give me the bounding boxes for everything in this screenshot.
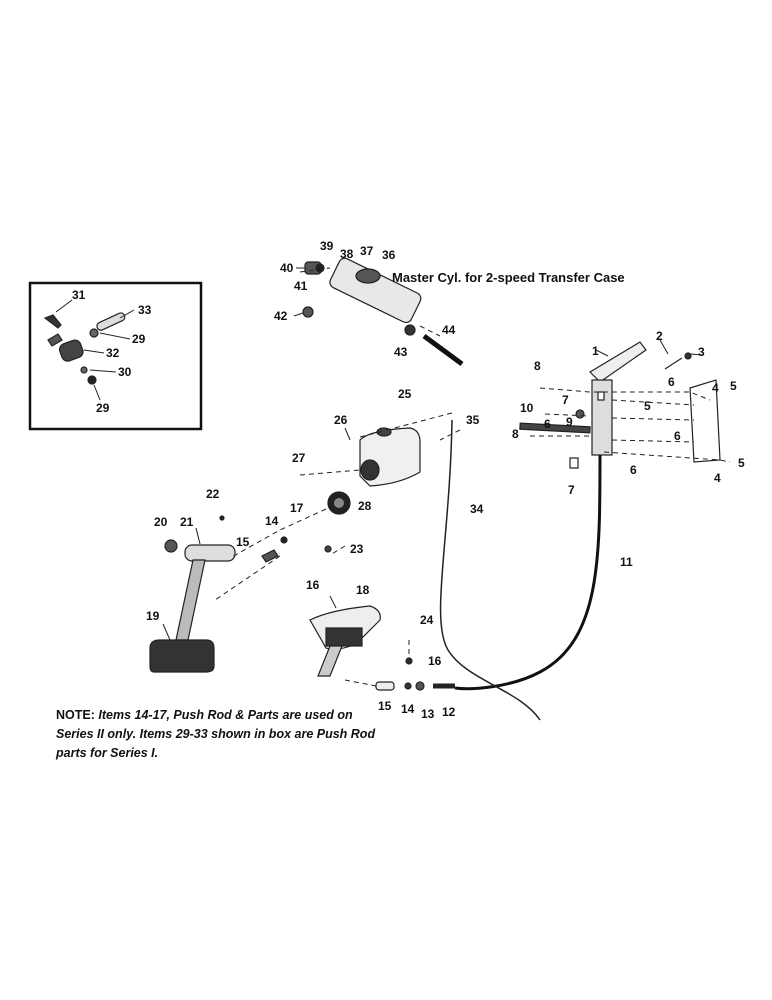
- callouts: 1 2 3 4 4 5 5 5 6 6 6 6 7 7 8 8 9 10 11 …: [72, 239, 745, 721]
- callout-43: 43: [394, 345, 408, 359]
- callout-30: 30: [118, 365, 132, 379]
- callout-17: 17: [290, 501, 304, 515]
- callout-28: 28: [358, 499, 372, 513]
- relay-lever-18: [309, 595, 455, 691]
- assembly-dash-lines: [214, 267, 731, 687]
- callout-22: 22: [206, 487, 220, 501]
- transfer-master-cylinder: [293, 257, 464, 367]
- brake-pedal-assembly: [149, 515, 332, 673]
- callout-2: 2: [656, 329, 663, 343]
- note-prefix: NOTE:: [56, 708, 95, 722]
- callout-36: 36: [382, 248, 396, 262]
- callout-27: 27: [292, 451, 306, 465]
- callout-20: 20: [154, 515, 168, 529]
- callout-5: 5: [730, 379, 737, 393]
- callout-16: 16: [306, 578, 320, 592]
- callout-4: 4: [712, 381, 719, 395]
- callout-24: 24: [420, 613, 434, 627]
- callout-21: 21: [180, 515, 194, 529]
- callout-40: 40: [280, 261, 294, 275]
- hand-brake-cable-11: [454, 454, 602, 691]
- callout-19: 19: [146, 609, 160, 623]
- note-body: Items 14-17, Push Rod & Parts are used o…: [56, 708, 376, 760]
- inset-push-rod-parts: [43, 299, 135, 401]
- callout-9: 9: [566, 415, 573, 429]
- callout-10: 10: [520, 401, 534, 415]
- callout-29: 29: [132, 332, 146, 346]
- callout-7: 7: [568, 483, 575, 497]
- callout-34: 34: [470, 502, 484, 516]
- callout-6: 6: [544, 417, 551, 431]
- callout-1: 1: [592, 344, 599, 358]
- callout-6: 6: [674, 429, 681, 443]
- callout-42: 42: [274, 309, 288, 323]
- callout-37: 37: [360, 244, 374, 258]
- series-note: NOTE: Items 14-17, Push Rod & Parts are …: [56, 706, 376, 763]
- callout-5: 5: [738, 456, 745, 470]
- callout-5: 5: [644, 399, 651, 413]
- callout-14: 14: [265, 514, 279, 528]
- callout-25: 25: [398, 387, 412, 401]
- callout-4: 4: [714, 471, 721, 485]
- callout-38: 38: [340, 247, 354, 261]
- callout-11: 11: [620, 555, 633, 569]
- callout-13: 13: [421, 707, 435, 721]
- series-one-inset-box: [28, 281, 203, 431]
- callout-8: 8: [512, 427, 519, 441]
- callout-7: 7: [562, 393, 569, 407]
- callout-8: 8: [534, 359, 541, 373]
- callout-16: 16: [428, 654, 442, 668]
- callout-26: 26: [334, 413, 348, 427]
- callout-29: 29: [96, 401, 110, 415]
- brake-master-cylinder: [327, 427, 421, 515]
- callout-39: 39: [320, 239, 334, 253]
- hydraulic-line-34: [439, 419, 541, 721]
- callout-3: 3: [698, 345, 705, 359]
- callout-41: 41: [294, 279, 308, 293]
- callout-31: 31: [72, 288, 86, 302]
- callout-18: 18: [356, 583, 370, 597]
- callout-14: 14: [401, 702, 415, 716]
- callout-6: 6: [630, 463, 637, 477]
- callout-33: 33: [138, 303, 152, 317]
- callout-6: 6: [668, 375, 675, 389]
- hand-brake-lever-assembly: [519, 339, 721, 469]
- callout-15: 15: [236, 535, 250, 549]
- master-cylinder-caption: Master Cyl. for 2-speed Transfer Case: [392, 270, 625, 285]
- callout-32: 32: [106, 346, 120, 360]
- callout-23: 23: [350, 542, 364, 556]
- callout-44: 44: [442, 323, 456, 337]
- callout-12: 12: [442, 705, 456, 719]
- callout-35: 35: [466, 413, 480, 427]
- callout-15: 15: [378, 699, 392, 713]
